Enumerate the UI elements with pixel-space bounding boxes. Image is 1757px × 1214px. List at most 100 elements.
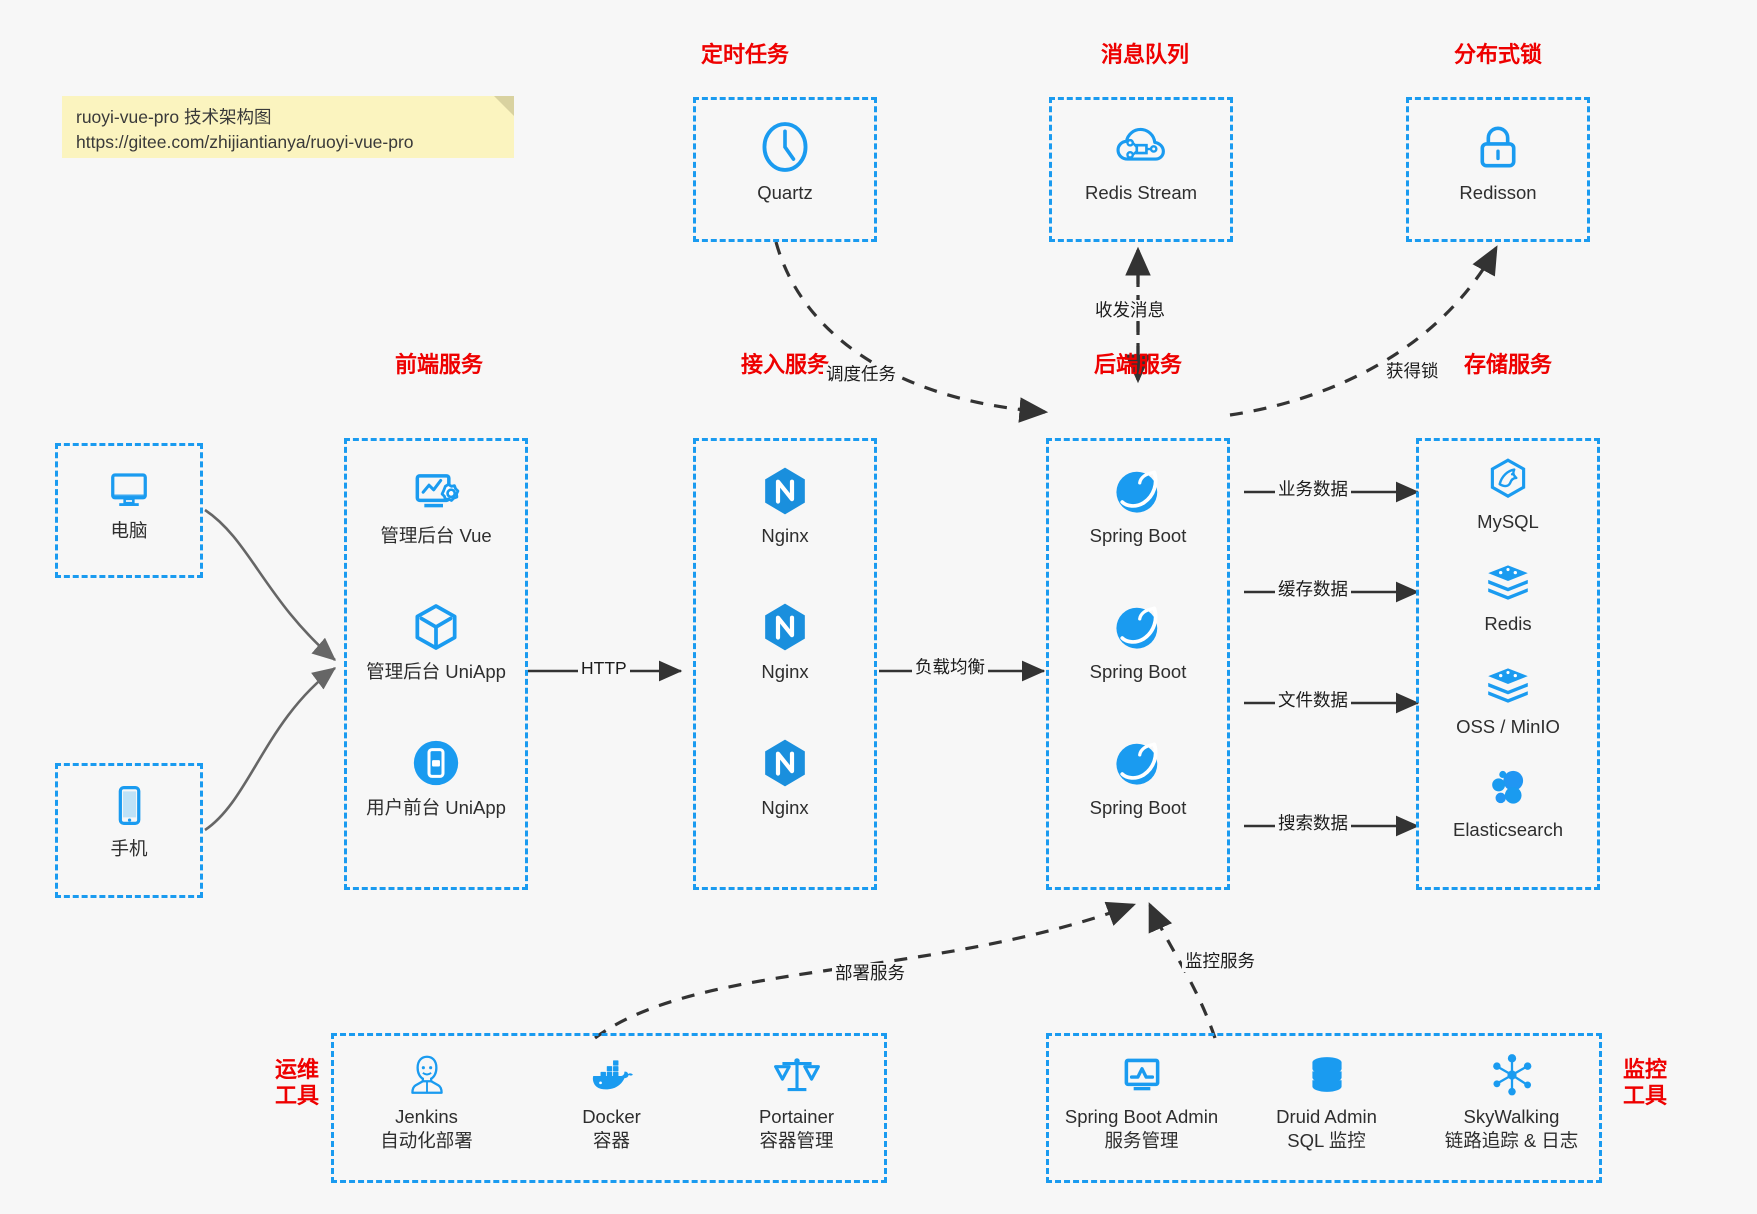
group-box-devops[interactable]: Jenkins 自动化部署 Docker	[331, 1033, 887, 1183]
node-redis[interactable]: Redis	[1419, 557, 1597, 636]
node-docker[interactable]: Docker 容器	[519, 1050, 704, 1152]
group-box-backend[interactable]: Spring Boot Spring Boot Spring Boot	[1046, 438, 1230, 890]
scales-icon	[704, 1050, 889, 1100]
cloud-stream-icon	[1052, 118, 1230, 176]
edge-label-file-data: 文件数据	[1275, 690, 1351, 711]
network-nodes-icon	[1419, 1050, 1604, 1100]
node-sublabel: 服务管理	[1104, 1129, 1179, 1151]
node-label: 手机	[110, 838, 148, 859]
node-sublabel: SQL 监控	[1287, 1129, 1366, 1151]
group-caption-frontend: 前端服务	[394, 352, 483, 377]
node-nginx-3[interactable]: Nginx	[696, 735, 874, 820]
edge-clients-to-frontend	[204, 508, 337, 832]
node-desktop[interactable]: 电脑	[58, 462, 200, 543]
group-caption-monitor: 监控 工具	[1606, 1057, 1684, 1109]
note-title: ruoyi-vue-pro 技术架构图	[76, 107, 272, 127]
group-caption-storage: 存储服务	[1463, 352, 1552, 377]
node-label: SkyWalking	[1463, 1106, 1560, 1127]
phone-app-icon	[347, 735, 525, 791]
node-mysql[interactable]: MySQL	[1419, 455, 1597, 534]
node-label: Jenkins	[395, 1106, 458, 1127]
group-box-client-desktop[interactable]: 电脑	[55, 443, 203, 578]
node-label: Spring Boot Admin	[1064, 1106, 1219, 1127]
chart-monitor-icon	[1049, 1050, 1234, 1100]
node-label: Spring Boot	[1089, 661, 1187, 682]
node-label: Spring Boot	[1089, 797, 1187, 818]
node-nginx-2[interactable]: Nginx	[696, 599, 874, 684]
edge-label-send-receive-msg: 收发消息	[1092, 300, 1168, 321]
node-label: Nginx	[761, 525, 809, 546]
mysql-dolphin-icon	[1419, 455, 1597, 505]
nginx-icon	[696, 735, 874, 791]
group-box-storage[interactable]: MySQL Redis	[1416, 438, 1600, 890]
edge-quartz-to-backend	[774, 241, 1049, 423]
node-spring-boot-admin[interactable]: Spring Boot Admin 服务管理	[1049, 1050, 1234, 1152]
group-box-lock[interactable]: Redisson	[1406, 97, 1590, 242]
group-box-client-mobile[interactable]: 手机	[55, 763, 203, 898]
node-springboot-2[interactable]: Spring Boot	[1049, 599, 1227, 684]
group-caption-scheduler: 定时任务	[700, 42, 789, 67]
node-sublabel: 链路追踪 & 日志	[1444, 1129, 1579, 1151]
group-box-frontend[interactable]: 管理后台 Vue 管理后台 UniApp 用户前台 UniApp	[344, 438, 528, 890]
node-portainer[interactable]: Portainer 容器管理	[704, 1050, 889, 1152]
node-redis-stream[interactable]: Redis Stream	[1052, 118, 1230, 205]
node-label: 管理后台 UniApp	[366, 661, 506, 682]
clock-icon	[696, 118, 874, 176]
node-skywalking[interactable]: SkyWalking 链路追踪 & 日志	[1419, 1050, 1604, 1152]
group-box-monitor[interactable]: Spring Boot Admin 服务管理 Druid Admin SQL 监…	[1046, 1033, 1602, 1183]
node-mobile[interactable]: 手机	[58, 780, 200, 861]
node-label: 用户前台 UniApp	[366, 797, 506, 818]
group-caption-backend: 后端服务	[1093, 352, 1182, 377]
group-box-scheduler[interactable]: Quartz	[693, 97, 877, 242]
node-redisson[interactable]: Redisson	[1409, 118, 1587, 205]
monitor-settings-icon	[347, 463, 525, 519]
edge-label-http: HTTP	[578, 658, 630, 679]
mobile-icon	[58, 780, 200, 832]
node-oss-minio[interactable]: OSS / MinIO	[1419, 660, 1597, 739]
group-caption-monitor-line2: 工具	[1622, 1082, 1667, 1108]
node-label: MySQL	[1477, 511, 1539, 532]
sticky-note: ruoyi-vue-pro 技术架构图 https://gitee.com/zh…	[62, 96, 514, 158]
edge-label-load-balance: 负载均衡	[912, 657, 988, 678]
docker-whale-icon	[519, 1050, 704, 1100]
edge-backend-to-storage	[1244, 481, 1420, 837]
group-caption-lock: 分布式锁	[1453, 42, 1542, 67]
node-user-uniapp[interactable]: 用户前台 UniApp	[347, 735, 525, 820]
node-label: Druid Admin	[1276, 1106, 1377, 1127]
node-label: Redis	[1484, 613, 1532, 634]
node-label: Elasticsearch	[1452, 819, 1563, 840]
group-box-gateway[interactable]: Nginx Nginx Nginx	[693, 438, 877, 890]
edge-label-cache-data: 缓存数据	[1275, 579, 1351, 600]
oss-stack-icon	[1419, 660, 1597, 710]
node-admin-vue[interactable]: 管理后台 Vue	[347, 463, 525, 548]
edge-label-search-data: 搜索数据	[1275, 813, 1351, 834]
group-box-mq[interactable]: Redis Stream	[1049, 97, 1233, 242]
spring-leaf-icon	[1049, 599, 1227, 655]
edge-label-monitor-service: 监控服务	[1182, 951, 1258, 972]
node-druid-admin[interactable]: Druid Admin SQL 监控	[1234, 1050, 1419, 1152]
node-label: Docker	[582, 1106, 641, 1127]
node-admin-uniapp[interactable]: 管理后台 UniApp	[347, 599, 525, 684]
node-label: OSS / MinIO	[1456, 716, 1560, 737]
nginx-icon	[696, 599, 874, 655]
node-label: Portainer	[758, 1106, 835, 1127]
group-caption-mq: 消息队列	[1100, 42, 1189, 67]
node-jenkins[interactable]: Jenkins 自动化部署	[334, 1050, 519, 1152]
jenkins-butler-icon	[334, 1050, 519, 1100]
node-sublabel: 自动化部署	[380, 1129, 473, 1151]
redis-stack-icon	[1419, 557, 1597, 607]
node-label: 管理后台 Vue	[380, 525, 492, 546]
node-label: 电脑	[110, 520, 148, 541]
nginx-icon	[696, 463, 874, 519]
node-quartz[interactable]: Quartz	[696, 118, 874, 205]
node-elasticsearch[interactable]: Elasticsearch	[1419, 763, 1597, 842]
cube-icon	[347, 599, 525, 655]
node-springboot-1[interactable]: Spring Boot	[1049, 463, 1227, 548]
edge-label-business-data: 业务数据	[1275, 479, 1351, 500]
spring-leaf-icon	[1049, 735, 1227, 791]
node-sublabel: 容器管理	[759, 1129, 834, 1151]
node-label: Spring Boot	[1089, 525, 1187, 546]
node-springboot-3[interactable]: Spring Boot	[1049, 735, 1227, 820]
node-nginx-1[interactable]: Nginx	[696, 463, 874, 548]
